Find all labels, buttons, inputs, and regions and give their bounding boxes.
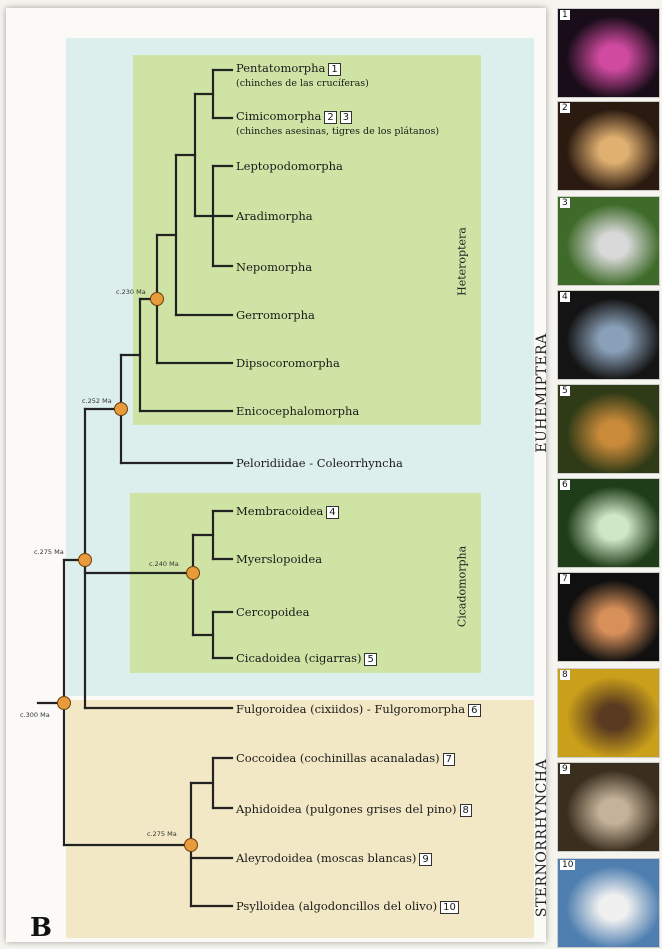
photo-number: 2 (560, 103, 570, 113)
lace-bug-photo: 3 (557, 196, 660, 286)
node-euhemiptera (79, 554, 92, 567)
photo-number: 1 (560, 10, 570, 20)
node-heteroptera (151, 293, 164, 306)
taxon-psylloidea: Psylloidea (algodoncillos del olivo)10 (236, 900, 459, 914)
node-cicadomorpha (187, 567, 200, 580)
label-sternorrhyncha: STERNORRHYNCHA (534, 748, 550, 928)
photo-ref-10: 10 (440, 901, 459, 914)
taxon-cicadoidea: Cicadoidea (cigarras)5 (236, 652, 377, 666)
cicada-photo: 5 (557, 384, 660, 474)
age-heteroptera-node: c.230 Ma (116, 288, 146, 296)
photo-ref-5: 5 (364, 653, 376, 666)
photo-number: 10 (560, 860, 575, 870)
taxon-pentatomorpha-common: (chinches de las crucíferas) (236, 78, 369, 89)
whitefly-photo: 9 (557, 762, 660, 852)
taxon-cimicomorpha-common: (chinches asesinas, tigres de los plátan… (236, 126, 439, 137)
taxon-cercopoidea: Cercopoidea (236, 606, 309, 619)
photo-number: 9 (560, 764, 570, 774)
taxon-aphidoidea: Aphidoidea (pulgones grises del pino)8 (236, 803, 472, 817)
photo-ref-7: 7 (443, 753, 455, 766)
label-euhemiptera: EUHEMIPTERA (534, 318, 550, 468)
photo-ref-2: 2 (324, 111, 336, 124)
aphid-photo: 8 (557, 668, 660, 758)
photo-ref-4: 4 (326, 506, 338, 519)
taxon-aleyrodoidea: Aleyrodoidea (moscas blancas)9 (236, 852, 432, 866)
psyllid-photo: 10 (557, 858, 660, 948)
photo-number: 3 (560, 198, 570, 208)
photo-ref-6: 6 (468, 704, 480, 717)
taxon-myerslopoidea: Myerslopoidea (236, 553, 322, 566)
treehopper-photo: 4 (557, 290, 660, 380)
photo-ref-3: 3 (340, 111, 352, 124)
pentatomid-photo: 1 (557, 8, 660, 98)
photo-ref-1: 1 (328, 63, 340, 76)
label-cicadomorpha: Cicadomorpha (456, 537, 469, 637)
fulgorid-photo: 6 (557, 478, 660, 568)
photo-number: 4 (560, 292, 570, 302)
age-euhemiptera-node: c.275 Ma (34, 548, 64, 556)
label-heteroptera: Heteroptera (456, 212, 469, 312)
photo-number: 8 (560, 670, 570, 680)
taxon-nepomorpha: Nepomorpha (236, 261, 312, 274)
taxon-gerromorpha: Gerromorpha (236, 309, 315, 322)
node-sternorrhyncha (185, 839, 198, 852)
photo-number: 5 (560, 386, 570, 396)
taxon-enicocephalomorpha: Enicocephalomorpha (236, 405, 359, 418)
age-euhemiptera-inner-node: c.252 Ma (82, 397, 112, 405)
age-sternorrhyncha-node: c.275 Ma (147, 830, 177, 838)
taxon-coccoidea: Coccoidea (cochinillas acanaladas)7 (236, 752, 455, 766)
photo-number: 7 (560, 574, 570, 584)
taxon-leptopodomorpha: Leptopodomorpha (236, 160, 343, 173)
photo-number: 6 (560, 480, 570, 490)
taxon-peloridiidae: Peloridiidae - Coleorrhyncha (236, 457, 403, 470)
age-root-node: c.300 Ma (20, 711, 50, 719)
scale-insect-photo: 7 (557, 572, 660, 662)
age-cicadomorpha-node: c.240 Ma (149, 560, 179, 568)
taxon-dipsocoromorpha: Dipsocoromorpha (236, 357, 340, 370)
photo-ref-9: 9 (419, 853, 431, 866)
node-euhemiptera-inner (115, 403, 128, 416)
node-root (58, 697, 71, 710)
cimicid-photo: 2 (557, 101, 660, 191)
taxon-aradimorpha: Aradimorpha (236, 210, 313, 223)
photo-ref-8: 8 (460, 804, 472, 817)
panel-letter: B (30, 913, 52, 943)
